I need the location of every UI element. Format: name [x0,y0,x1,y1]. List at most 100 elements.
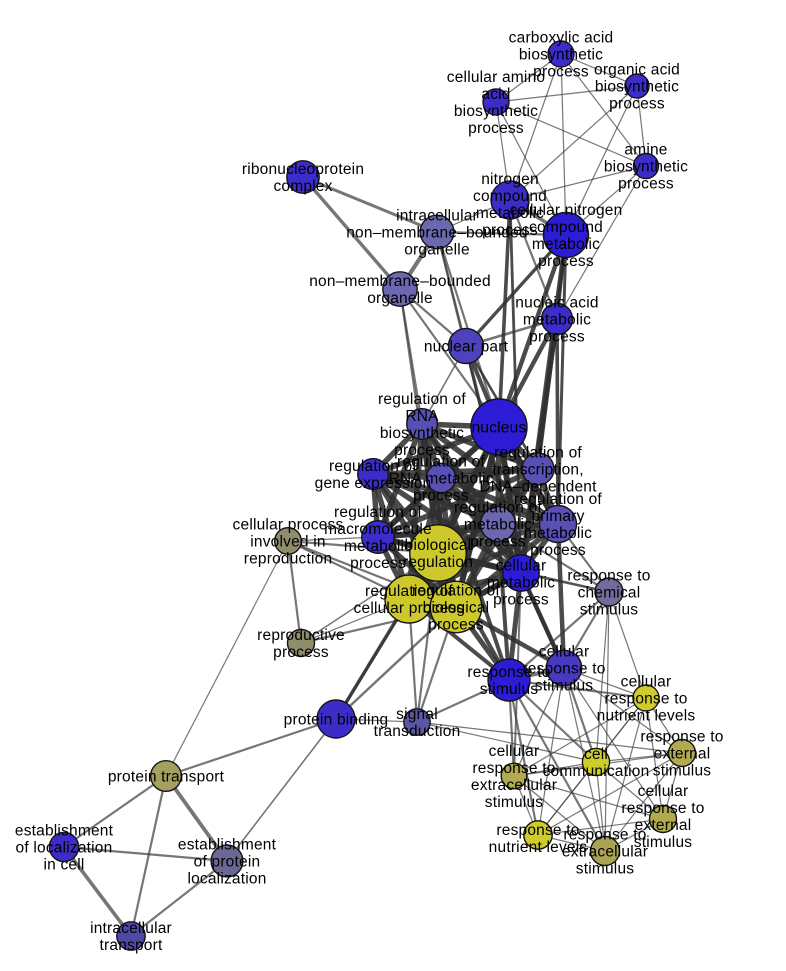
svg-text:regulation of: regulation of [514,491,602,508]
svg-text:metabolic: metabolic [532,236,600,253]
svg-text:establishment: establishment [15,823,114,840]
svg-text:metabolic: metabolic [524,525,592,542]
svg-text:cellular process: cellular process [233,517,344,534]
svg-text:compound: compound [473,188,547,205]
svg-text:nucleic acid: nucleic acid [515,295,598,312]
svg-text:regulation of: regulation of [334,504,422,521]
svg-text:process: process [493,591,549,608]
svg-text:nucleus: nucleus [472,419,527,436]
svg-text:process: process [530,542,586,559]
svg-text:cellular: cellular [638,783,689,800]
svg-text:communication: communication [543,763,650,780]
svg-text:cellular nitrogen: cellular nitrogen [510,202,623,219]
svg-text:stimulus: stimulus [634,834,692,851]
svg-text:biological: biological [405,537,472,554]
svg-text:nutrient levels: nutrient levels [597,707,696,724]
svg-text:external: external [654,745,711,762]
svg-text:cellular: cellular [496,558,547,575]
svg-text:response to: response to [522,660,605,677]
svg-text:transduction: transduction [374,723,461,740]
svg-text:signal: signal [396,706,438,723]
svg-text:biosynthetic: biosynthetic [519,46,603,63]
svg-text:reproduction: reproduction [244,550,333,567]
svg-text:process: process [609,95,665,112]
svg-text:cellular: cellular [539,644,590,661]
svg-text:regulation of: regulation of [329,458,417,475]
svg-text:cellular process: cellular process [354,600,465,617]
svg-text:cell: cell [584,746,608,763]
svg-text:regulation of: regulation of [378,391,466,408]
svg-text:gene expression: gene expression [315,475,432,492]
svg-text:carboxylic acid: carboxylic acid [509,30,614,47]
svg-text:chemical: chemical [578,584,641,601]
svg-text:response to: response to [621,800,704,817]
svg-text:response to: response to [472,760,555,777]
svg-text:regulation of: regulation of [365,583,453,600]
svg-text:RNA: RNA [405,408,439,425]
svg-text:extracellular: extracellular [471,777,557,794]
svg-text:process: process [413,487,469,504]
svg-text:intracellular: intracellular [396,208,478,225]
svg-text:process: process [428,616,484,633]
svg-text:process: process [618,175,674,192]
svg-text:protein binding: protein binding [284,711,389,728]
svg-text:biosynthetic: biosynthetic [604,158,688,175]
svg-text:of localization: of localization [16,839,113,856]
svg-text:process: process [350,555,406,572]
svg-text:metabolic: metabolic [476,205,544,222]
svg-text:nitrogen: nitrogen [481,171,539,188]
svg-text:process: process [273,644,329,661]
svg-text:extracellular: extracellular [562,843,648,860]
svg-text:response to: response to [640,729,723,746]
svg-text:biosynthetic: biosynthetic [454,103,538,120]
svg-text:compound: compound [529,219,603,236]
svg-text:stimulus: stimulus [576,860,634,877]
svg-text:response to: response to [563,827,646,844]
svg-text:regulation of: regulation of [494,445,582,462]
svg-text:response to: response to [496,822,579,839]
svg-text:macromolecule: macromolecule [324,521,432,538]
svg-text:stimulus: stimulus [653,762,711,779]
svg-text:stimulus: stimulus [535,677,593,694]
svg-text:metabolic: metabolic [523,311,591,328]
svg-text:stimulus: stimulus [480,681,538,698]
svg-text:organelle: organelle [367,290,433,307]
svg-text:stimulus: stimulus [580,601,638,618]
svg-text:process: process [470,533,526,550]
svg-text:of protein: of protein [194,853,261,870]
svg-text:DNA–dependent: DNA–dependent [479,478,597,495]
svg-text:regulation of: regulation of [454,500,542,517]
svg-text:RNA metabolic: RNA metabolic [388,470,493,487]
svg-text:ribonucleoprotein: ribonucleoprotein [242,161,364,178]
svg-text:process: process [482,222,538,239]
svg-text:stimulus: stimulus [485,794,543,811]
svg-text:process: process [394,442,450,459]
svg-text:response to: response to [567,568,650,585]
svg-text:biosynthetic: biosynthetic [380,425,464,442]
svg-text:external: external [635,817,692,834]
svg-text:cellular: cellular [489,743,540,760]
svg-text:establishment: establishment [178,837,277,854]
svg-text:process: process [538,253,594,270]
svg-text:cellular amino: cellular amino [447,69,545,86]
svg-text:non–membrane–bounded: non–membrane–bounded [346,224,528,241]
svg-text:biosynthetic: biosynthetic [595,78,679,95]
svg-text:primary: primary [531,508,584,525]
svg-text:reproductive: reproductive [257,627,345,644]
svg-text:organic acid: organic acid [594,62,680,79]
svg-text:regulation of: regulation of [397,454,485,471]
svg-text:non–membrane–bounded: non–membrane–bounded [309,273,491,290]
svg-text:nuclear part: nuclear part [424,338,509,355]
svg-text:acid: acid [481,86,510,103]
svg-text:transcription,: transcription, [492,461,584,478]
svg-text:process: process [533,63,589,80]
svg-text:in cell: in cell [43,856,84,873]
svg-text:regulation of: regulation of [412,583,500,600]
svg-text:response to: response to [467,664,550,681]
svg-text:process: process [468,120,524,137]
svg-text:metabolic: metabolic [464,516,532,533]
svg-text:organelle: organelle [404,241,470,258]
svg-text:biological: biological [423,599,490,616]
svg-text:intracellular: intracellular [90,920,172,937]
svg-text:nutrient levels: nutrient levels [489,839,588,856]
